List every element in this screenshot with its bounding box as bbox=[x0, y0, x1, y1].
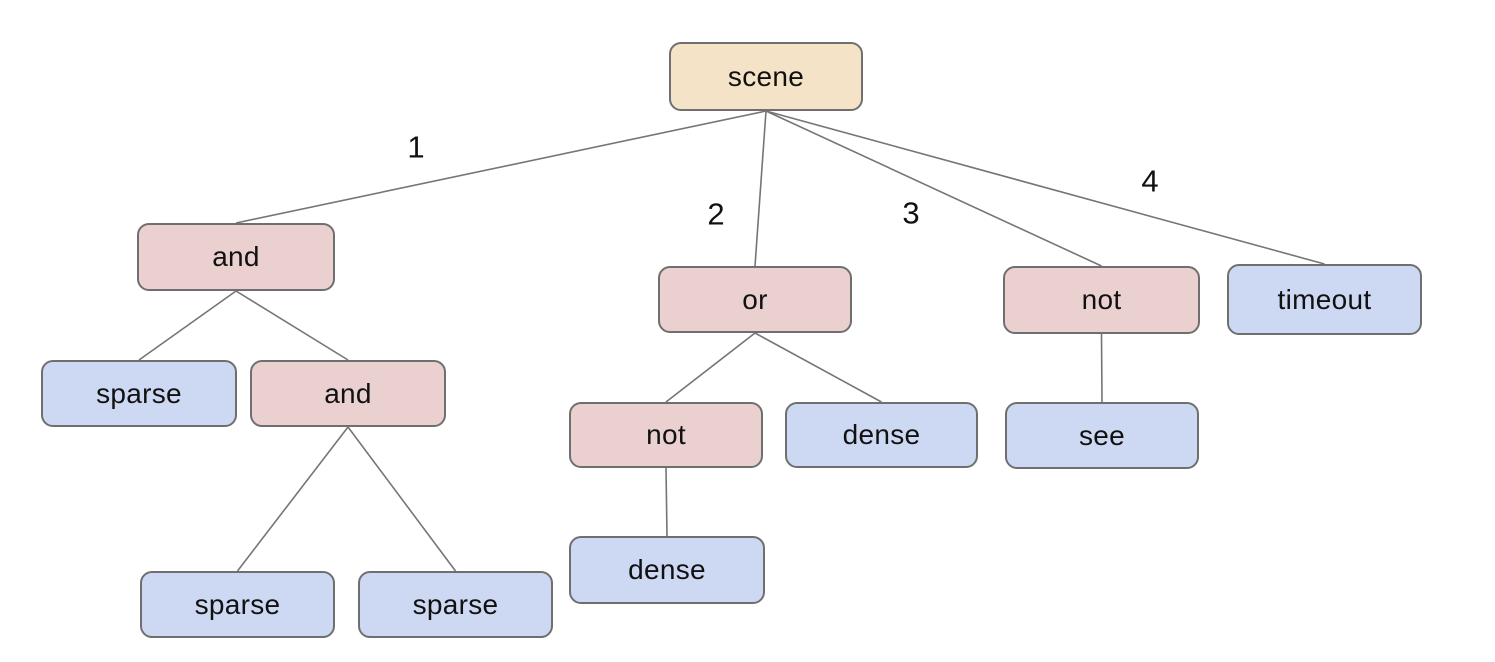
tree-node-label: scene bbox=[727, 60, 805, 92]
tree-node-label: see bbox=[1078, 419, 1126, 451]
edge-or-1-to-dense-1 bbox=[754, 332, 882, 403]
edge-not-2-to-dense-2 bbox=[665, 467, 668, 537]
edge-and-2-to-sparse-3 bbox=[347, 426, 457, 572]
edge-scene-to-and-1 bbox=[235, 110, 767, 224]
tree-node-not-2: not bbox=[569, 402, 763, 468]
tree-node-label: sparse bbox=[194, 588, 281, 620]
edge-and-2-to-sparse-2 bbox=[236, 426, 349, 572]
tree-node-dense-1: dense bbox=[785, 402, 978, 468]
tree-node-label: and bbox=[212, 241, 260, 272]
tree-node-timeout-1: timeout bbox=[1227, 264, 1422, 335]
tree-node-not-1: not bbox=[1003, 266, 1200, 334]
tree-node-label: and bbox=[324, 377, 372, 409]
edge-or-1-to-not-2 bbox=[665, 332, 756, 403]
tree-node-label: sparse bbox=[412, 588, 499, 620]
tree-node-and-2: and bbox=[250, 360, 446, 427]
edge-label-4: 4 bbox=[1141, 163, 1159, 199]
edge-scene-to-not-1 bbox=[765, 110, 1102, 267]
tree-node-label: not bbox=[646, 419, 686, 450]
tree-node-label: not bbox=[1081, 284, 1122, 315]
tree-node-sparse-2: sparse bbox=[140, 571, 335, 638]
tree-node-sparse-3: sparse bbox=[358, 571, 553, 638]
edge-label-1: 1 bbox=[407, 129, 425, 165]
tree-node-label: dense bbox=[628, 554, 706, 585]
edge-and-1-to-sparse-1 bbox=[138, 290, 237, 361]
edge-label-2: 2 bbox=[707, 196, 725, 232]
tree-node-scene: scene bbox=[669, 42, 863, 111]
edge-scene-to-timeout-1 bbox=[765, 110, 1325, 265]
edge-and-1-to-and-2 bbox=[235, 290, 349, 361]
edge-scene-to-or-1 bbox=[754, 110, 767, 267]
edge-not-1-to-see-1 bbox=[1100, 333, 1103, 403]
tree-node-see-1: see bbox=[1005, 402, 1199, 469]
tree-node-label: or bbox=[742, 283, 768, 315]
tree-node-label: timeout bbox=[1277, 283, 1372, 315]
tree-node-and-1: and bbox=[137, 223, 335, 291]
edge-label-3: 3 bbox=[902, 195, 920, 231]
tree-node-dense-2: dense bbox=[569, 536, 765, 604]
tree-node-label: dense bbox=[842, 419, 921, 450]
tree-node-label: sparse bbox=[96, 377, 182, 409]
tree-node-sparse-1: sparse bbox=[41, 360, 237, 427]
tree-node-or-1: or bbox=[658, 266, 852, 333]
